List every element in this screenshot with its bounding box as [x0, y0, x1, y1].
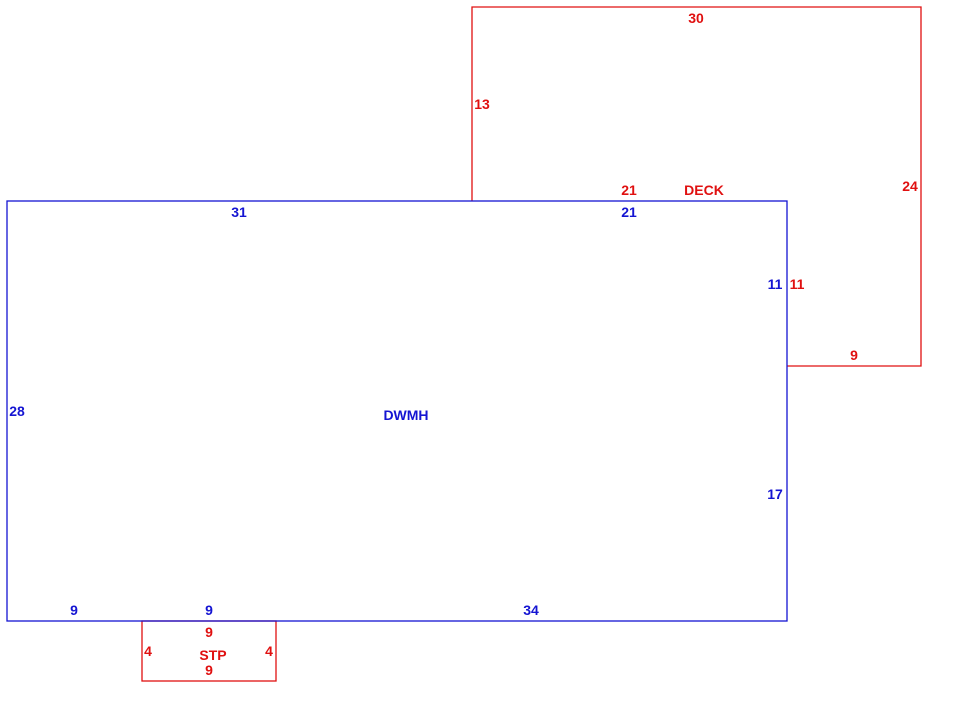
stoop-dim-bottom: 9 [205, 662, 213, 678]
deck-dim-left: 13 [474, 96, 490, 112]
main-dim-left: 28 [9, 403, 25, 419]
main-dim-bottom-b: 9 [205, 602, 213, 618]
stoop-dim-top: 9 [205, 624, 213, 640]
deck-dim-top: 30 [688, 10, 704, 26]
main-label: DWMH [383, 407, 428, 423]
deck-dim-side-inner: 11 [790, 276, 805, 292]
main-structure-outline [6, 200, 788, 622]
deck-label: DECK [684, 182, 724, 198]
deck-dim-bottom: 9 [850, 347, 858, 363]
stoop-dim-right: 4 [265, 643, 273, 659]
main-dim-right-lower: 17 [767, 486, 783, 502]
main-dim-right-upper: 11 [768, 276, 783, 292]
stoop-label: STP [199, 647, 226, 663]
main-dim-bottom-a: 9 [70, 602, 78, 618]
stoop-dim-left: 4 [144, 643, 152, 659]
main-dim-bottom-c: 34 [523, 602, 539, 618]
main-dim-top-left: 31 [231, 204, 247, 220]
deck-outline [471, 6, 922, 367]
deck-dim-bottom-inner: 21 [621, 182, 637, 198]
deck-dim-right: 24 [902, 178, 918, 194]
main-dim-top-right: 21 [621, 204, 637, 220]
